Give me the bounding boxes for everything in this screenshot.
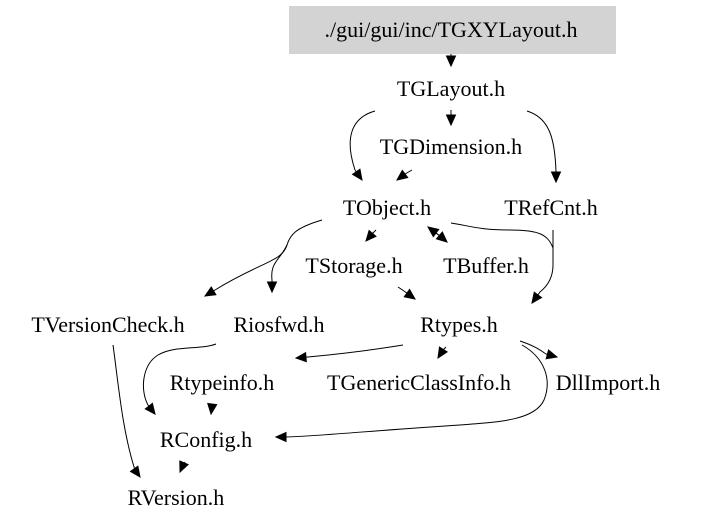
edge-line [404, 169, 413, 175]
arrowhead-icon [435, 231, 448, 243]
edge-RConfig-to-RVersion [179, 460, 189, 474]
edge-TGDimension-to-TObject [396, 169, 413, 181]
edge-line [349, 110, 376, 171]
node-label: Rtypes.h [420, 312, 498, 337]
edges-layer [112, 52, 562, 478]
node-TGLayout[interactable]: TGLayout.h [397, 76, 505, 101]
node-RConfig[interactable]: RConfig.h [160, 427, 252, 452]
edge-line-tail [537, 291, 541, 296]
arrowhead-icon [351, 168, 363, 181]
arrowhead-icon [144, 402, 156, 415]
node-label: RVersion.h [128, 485, 225, 510]
edge-Rtypes-to-Rtypeinfo [294, 344, 404, 363]
node-Riosfwd[interactable]: Riosfwd.h [233, 312, 324, 337]
edge-line [285, 344, 548, 438]
edge-TVersionCheck-to-RVersion [112, 344, 141, 478]
edge-line-tail [133, 468, 136, 471]
edge-TStorage-to-Rtypes [397, 286, 416, 300]
node-label: RConfig.h [160, 427, 252, 452]
node-TGenericClassInfo[interactable]: TGenericClassInfo.h [327, 370, 511, 395]
node-TStorage[interactable]: TStorage.h [305, 253, 402, 278]
edge-TGLayout-to-TRefCnt [526, 110, 562, 184]
edge-Rtypeinfo-to-RConfig [207, 402, 218, 416]
arrowhead-icon [179, 460, 189, 474]
arrowhead-icon [545, 349, 559, 360]
edge-Riosfwd-to-RConfig [142, 343, 217, 415]
arrowhead-icon [274, 431, 287, 443]
edge-line-tail [431, 229, 437, 234]
arrowhead-icon [531, 291, 543, 304]
node-TVersionCheck[interactable]: TVersionCheck.h [31, 312, 184, 337]
arrowhead-icon [427, 226, 440, 238]
edge-TObject-to-Rtypes [450, 222, 554, 249]
edge-TObject-to-Riosfwd [266, 244, 288, 294]
node-DllImport[interactable]: DllImport.h [556, 370, 661, 395]
node-Rtypes[interactable]: Rtypes.h [420, 312, 498, 337]
edge-TGLayout-to-TGDimension [445, 110, 457, 127]
edge-line-tail [182, 462, 185, 466]
node-Rtypeinfo[interactable]: Rtypeinfo.h [170, 370, 275, 395]
node-TObject[interactable]: TObject.h [343, 195, 431, 220]
arrowhead-icon [266, 281, 278, 294]
edge-Rtypes-to-RConfig [274, 344, 548, 443]
edge-line [307, 344, 404, 358]
arrowhead-icon [437, 346, 449, 360]
node-label: TGLayout.h [397, 76, 505, 101]
node-label: TVersionCheck.h [31, 312, 184, 337]
edge-line [539, 230, 554, 293]
edge-line [112, 344, 136, 471]
edge-TRefCnt-to-Rtypes [531, 230, 554, 304]
edge-root-to-TGLayout [445, 52, 457, 68]
node-label: Rtypeinfo.h [170, 370, 275, 395]
edge-line-tail [213, 289, 216, 292]
node-label: TObject.h [343, 195, 431, 220]
node-label: TGDimension.h [380, 134, 522, 159]
edge-line [519, 340, 547, 355]
arrowhead-icon [207, 402, 218, 416]
edge-line [142, 343, 217, 406]
root-node-box [289, 6, 616, 54]
node-label: TRefCnt.h [504, 195, 598, 220]
edge-line [526, 110, 557, 173]
node-RVersion[interactable]: RVersion.h [128, 485, 225, 510]
edge-line [397, 286, 405, 292]
node-label: TStorage.h [305, 253, 402, 278]
arrowhead-icon [403, 288, 416, 300]
arrowhead-icon [203, 286, 217, 297]
arrowhead-icon [550, 171, 562, 184]
edge-TObject-to-TStorage [365, 229, 377, 242]
edge-line [271, 244, 288, 281]
node-label: ./gui/gui/inc/TGXYLayout.h [325, 17, 578, 42]
node-label: Riosfwd.h [233, 312, 324, 337]
node-label: TGenericClassInfo.h [327, 370, 511, 395]
edge-line [450, 222, 554, 249]
node-label: TBuffer.h [443, 253, 529, 278]
edge-TGLayout-to-TObject [349, 110, 376, 181]
edge-Rtypes-to-TGenericClassInfo [437, 346, 449, 360]
edge-line-tail [354, 169, 357, 173]
edge-line-tail [403, 290, 408, 294]
node-TRefCnt[interactable]: TRefCnt.h [504, 195, 598, 220]
edge-line-tail [371, 233, 373, 235]
arrowhead-icon [294, 351, 307, 363]
arrowhead-icon [396, 169, 409, 181]
edge-Rtypes-to-DllImport [519, 340, 559, 360]
arrowhead-icon [129, 465, 141, 478]
node-label: DllImport.h [556, 370, 661, 395]
edge-line-tail [147, 404, 150, 407]
node-TBuffer[interactable]: TBuffer.h [443, 253, 529, 278]
node-TGDimension[interactable]: TGDimension.h [380, 134, 522, 159]
nodes-layer: ./gui/gui/inc/TGXYLayout.hTGLayout.hTGDi… [31, 6, 660, 510]
node-root[interactable]: ./gui/gui/inc/TGXYLayout.h [289, 6, 616, 54]
edge-TBuffer-to-TObject [427, 226, 441, 238]
